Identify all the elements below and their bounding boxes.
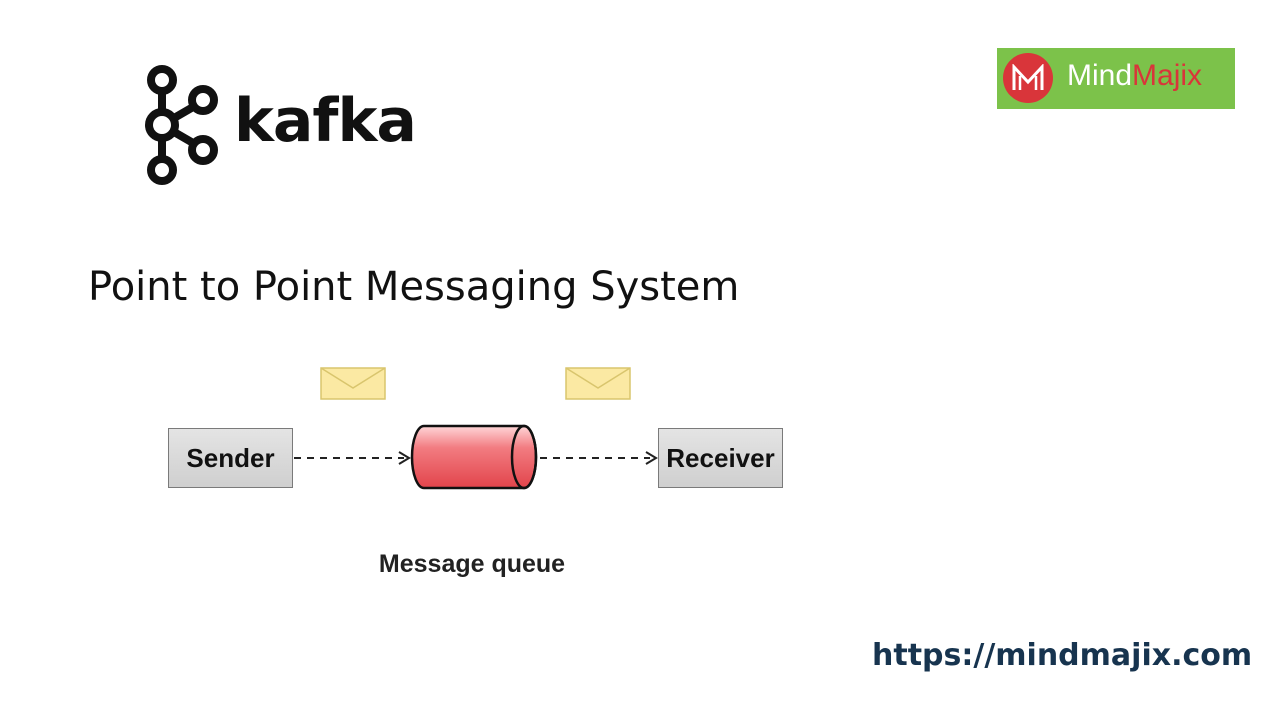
message-queue-cylinder [410,424,538,490]
message-queue-label: Message queue [378,550,566,578]
footer-url[interactable]: https://mindmajix.com [872,638,1253,673]
mindmajix-m-icon [1003,53,1053,103]
mindmajix-word-mind: Mind [1067,59,1133,92]
sender-box: Sender [168,428,293,488]
envelope-icon-right [565,367,631,400]
arrow-sender-to-queue [294,451,411,465]
page-title: Point to Point Messaging System [88,264,740,310]
mindmajix-logo: MindMajix [997,48,1235,109]
kafka-graph-icon [145,65,218,185]
kafka-logo: kafka [140,64,417,186]
receiver-box: Receiver [658,428,783,488]
mindmajix-word-majix: Majix [1132,59,1203,92]
envelope-icon-left [320,367,386,400]
mindmajix-wordmark: MindMajix [1067,59,1202,93]
arrow-queue-to-receiver [540,451,658,465]
kafka-wordmark: kafka [234,86,417,156]
